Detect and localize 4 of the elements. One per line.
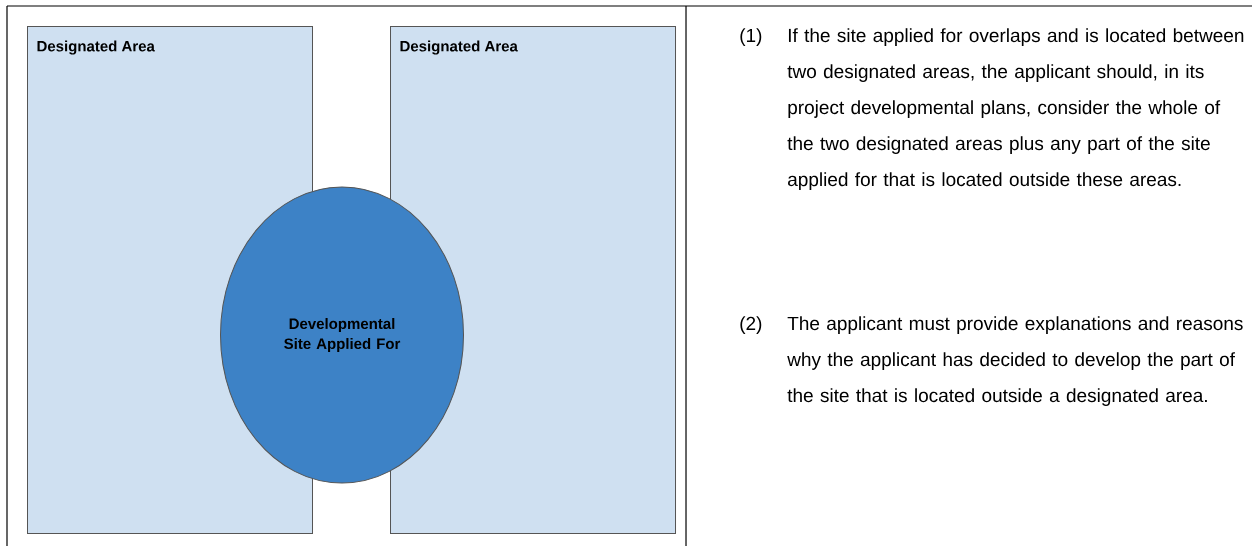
list-number: (2) [740, 316, 762, 334]
list-item-text: The applicant must provide explanations and reasons why the applicant has decided to develop the part of the site that is located outside a designated area. [787, 316, 1243, 406]
list-number: (1) [740, 28, 762, 46]
list-item-text: If the site applied for overlaps and is located between two designated areas, the applicant should, in its project developmental plans, consider the whole of the two designated areas plus any part of the site applied for that is located outside these areas. [787, 28, 1244, 190]
